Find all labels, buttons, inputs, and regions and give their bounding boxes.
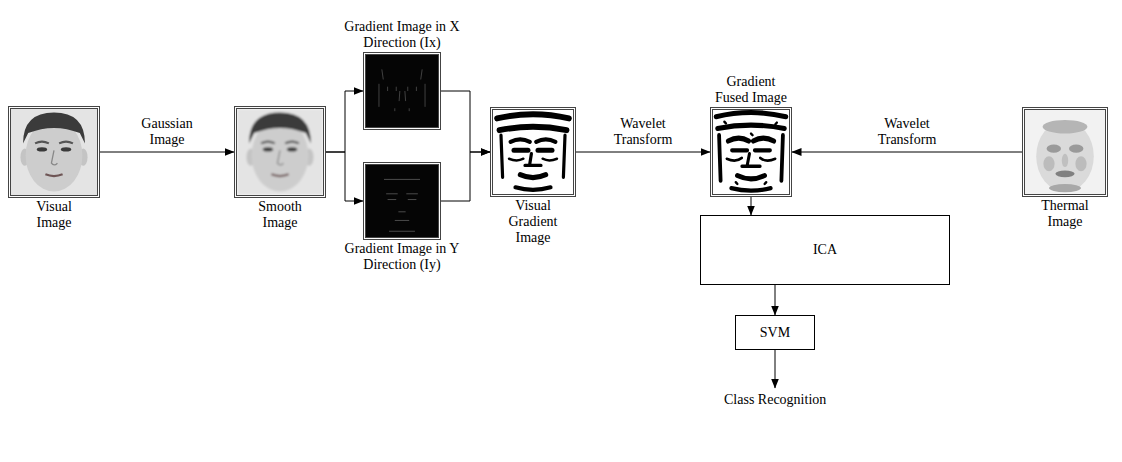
connector-arrow — [775, 285, 776, 315]
connector-arrow — [576, 152, 710, 153]
thermal-image — [1025, 110, 1105, 194]
image-frame: Gradient Image in Y Direction (Iy) — [363, 162, 441, 240]
image-frame: Smooth Image — [234, 106, 326, 198]
node-label: Smooth Image — [250, 199, 310, 231]
connector-arrow — [326, 91, 363, 152]
node-label: Gradient Image in Y Direction (Iy) — [332, 241, 472, 273]
connector-arrow — [100, 152, 234, 153]
edge-label: Wavelet Transform — [608, 116, 678, 148]
image-frame: Gradient Fused Image — [710, 107, 792, 197]
image-frame: Gradient Image in X Direction (Ix) — [363, 52, 441, 130]
node-label: Visual Gradient Image — [503, 198, 563, 246]
edge-label: Wavelet Transform — [872, 116, 942, 148]
node-label: SVM — [760, 325, 790, 341]
node-label: Visual Image — [24, 199, 84, 231]
node-label: Gradient Fused Image — [711, 74, 791, 106]
connector-arrow — [441, 152, 490, 201]
gradient-image — [366, 165, 438, 237]
gradient-image — [493, 110, 573, 194]
image-frame: Thermal Image — [1022, 107, 1108, 197]
node-label: Gradient Image in X Direction (Ix) — [332, 19, 472, 51]
process-box: ICA — [700, 215, 950, 285]
connector-arrow — [751, 197, 752, 215]
node-label: ICA — [813, 242, 837, 258]
gradient-image — [366, 55, 438, 127]
face-image — [237, 109, 323, 195]
output-label: Class Recognition — [724, 392, 826, 408]
face-image — [11, 109, 97, 195]
connector-arrow — [326, 152, 363, 201]
fused-image — [713, 110, 789, 194]
connector-arrow — [792, 152, 1022, 153]
process-box: SVM — [735, 315, 815, 350]
image-frame: Visual Gradient Image — [490, 107, 576, 197]
output-arrow — [775, 350, 776, 388]
edge-label: Gaussian Image — [132, 116, 202, 148]
node-label: Thermal Image — [1035, 198, 1095, 230]
image-frame: Visual Image — [8, 106, 100, 198]
connector-arrow — [441, 91, 490, 152]
